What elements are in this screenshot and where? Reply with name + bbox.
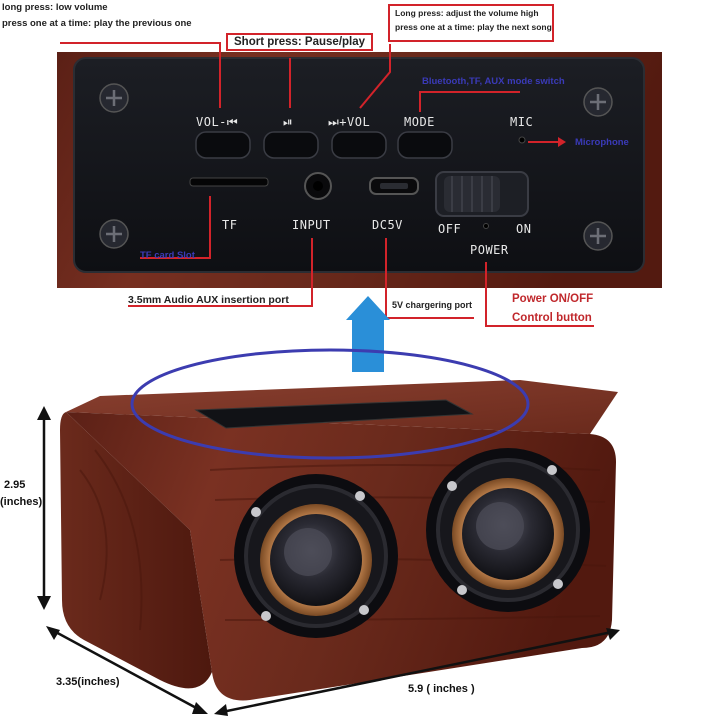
mode-switch-note: Bluetooth,TF, AUX mode switch — [422, 76, 565, 87]
aux-leader — [128, 238, 313, 307]
blue-up-arrow — [346, 296, 390, 320]
microphone-note: Microphone — [575, 137, 629, 148]
power-note-1: Power ON/OFF — [512, 293, 594, 305]
left-driver — [234, 474, 398, 638]
on-label: ON — [516, 222, 532, 236]
vol-plus-note-2: press one at a time: play the next song — [395, 22, 552, 32]
mode-leader — [419, 91, 520, 112]
aux-port-note: 3.5mm Audio AUX insertion port — [128, 294, 289, 306]
power-note-2: Control button — [512, 312, 592, 324]
depth-dimension-line — [51, 628, 201, 712]
vol-plus-note-1: Long press: adjust the volume high — [395, 8, 539, 18]
vol-minus-button — [195, 131, 251, 159]
tf-leader — [140, 196, 211, 259]
short-press-note: Short press: Pause/play — [226, 33, 374, 51]
mode-button — [397, 131, 453, 159]
height-value: 2.95 — [4, 479, 26, 491]
play-pause-label: ⏯ — [283, 115, 294, 129]
tf-card-slot — [189, 177, 269, 187]
control-panel — [73, 57, 645, 273]
speaker-side — [60, 412, 212, 689]
vol-plus-label: ⏭+VOL — [328, 115, 371, 129]
charging-port-note: 5V chargering port — [392, 300, 473, 310]
vol-plus-note-box: Long press: adjust the volume high press… — [388, 4, 554, 42]
height-unit: (inches) — [0, 496, 43, 508]
vol-minus-note-1: long press: low volume — [2, 2, 108, 13]
width-dimension-line — [221, 630, 613, 714]
mode-label: MODE — [404, 115, 435, 129]
mic-hole — [518, 136, 526, 144]
dc5v-label: DC5V — [372, 218, 403, 232]
tf-slot-note: TF card Slot — [140, 250, 195, 261]
width-value: 5.9 ( inches ) — [408, 683, 475, 695]
mic-arrowhead — [558, 137, 566, 147]
depth-value: 3.35(inches) — [56, 676, 120, 688]
panel-screw — [99, 83, 613, 251]
speaker-top-panel — [194, 399, 474, 429]
vol-plus-button — [331, 131, 387, 159]
power-label: POWER — [470, 243, 509, 257]
off-label: OFF — [438, 222, 462, 236]
vol-minus-leader — [60, 42, 221, 108]
highlight-ellipse — [130, 348, 530, 460]
vol-minus-label: VOL-⏮ — [196, 115, 239, 129]
vol-minus-note-2: press one at a time: play the previous o… — [2, 18, 192, 29]
tf-label: TF — [222, 218, 238, 232]
play-pause-button — [263, 131, 319, 159]
right-driver — [426, 448, 590, 612]
power-leader — [485, 262, 594, 327]
vol-plus-leader — [359, 44, 391, 109]
mic-label: MIC — [510, 115, 534, 129]
input-label: INPUT — [292, 218, 331, 232]
